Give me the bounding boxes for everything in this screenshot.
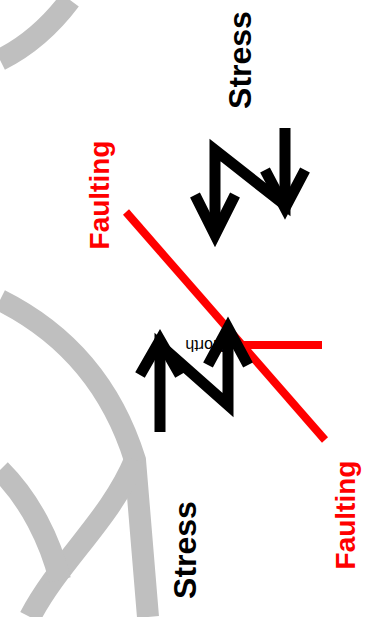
arrow-head — [265, 170, 305, 208]
north-label: North — [185, 337, 224, 353]
grey-band — [0, 300, 148, 617]
stress-label: Stress — [169, 501, 201, 599]
faulting-label: Faulting — [86, 141, 114, 250]
grey-band — [0, 470, 60, 580]
faulting-label: Faulting — [332, 461, 360, 570]
grey-bands — [0, 0, 148, 617]
fault-line — [126, 212, 325, 440]
fault-lines — [126, 212, 325, 440]
stress-arrow — [160, 330, 228, 432]
arrow-head — [195, 195, 235, 235]
stress-label: Stress — [224, 11, 256, 109]
grey-band — [0, 0, 70, 60]
stress-arrows — [140, 128, 305, 432]
arrow-head — [140, 340, 180, 375]
